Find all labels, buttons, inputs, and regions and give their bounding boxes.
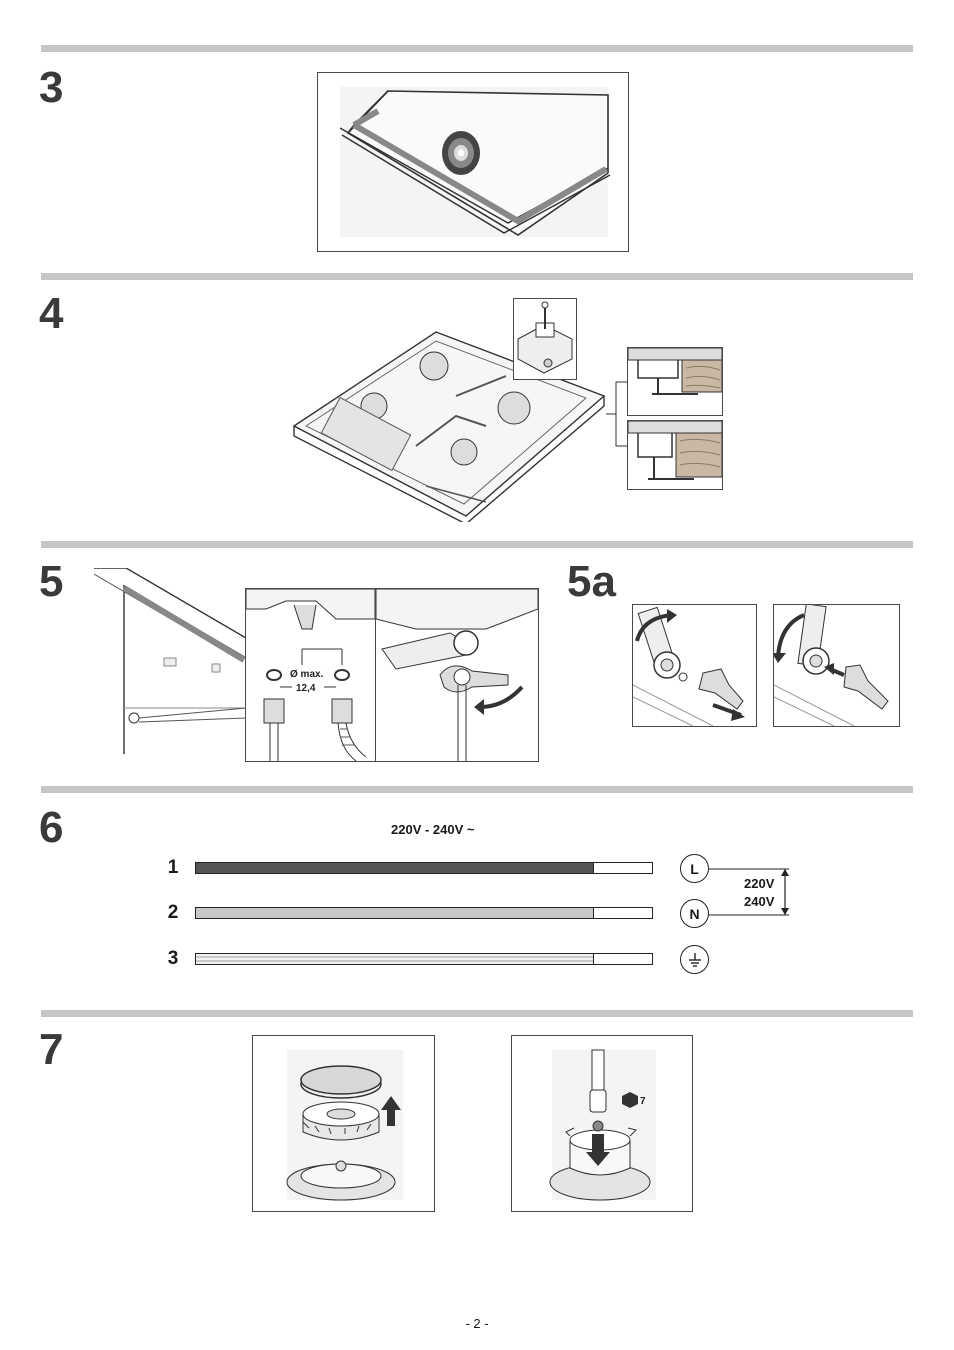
section-divider-3	[41, 45, 913, 52]
diameter-value: 12,4	[296, 683, 316, 694]
section-divider-6	[41, 786, 913, 793]
bracket-detail-illustration	[513, 298, 577, 380]
voltage-bracket-lines	[709, 868, 789, 916]
wire-live-insulation	[196, 863, 594, 873]
burner-screw-panel: 7	[511, 1035, 693, 1212]
section-divider-4	[41, 273, 913, 280]
step-number-7: 7	[39, 1025, 64, 1074]
seal-tape-illustration	[317, 72, 629, 252]
wrench-tightening-panel	[375, 588, 539, 762]
page-number: - 2 -	[465, 1316, 489, 1331]
wire-live	[195, 862, 653, 874]
tighten-nut-panel	[773, 604, 900, 727]
terminal-neutral: N	[680, 899, 709, 928]
diameter-label: Ø max.	[290, 669, 324, 680]
wire-earth-insulation	[196, 954, 594, 964]
gas-connector-washer-panel: Ø max. 12,4	[245, 588, 376, 762]
wire-number-3: 3	[167, 948, 179, 969]
step-number-5: 5	[39, 557, 64, 606]
wire-number-2: 2	[167, 902, 179, 923]
gas-inlet-corner-illustration	[94, 568, 246, 758]
terminal-live: L	[680, 854, 709, 883]
wire-neutral-insulation	[196, 908, 594, 918]
mounting-clamp-detail-bottom	[627, 420, 723, 490]
mounting-clamp-detail-top	[627, 347, 723, 416]
voltage-label-bottom: 240V	[744, 894, 775, 909]
wire-number-1: 1	[167, 857, 179, 878]
step-number-4: 4	[39, 289, 64, 338]
step-number-5a: 5a	[567, 557, 616, 606]
voltage-label-top: 220V	[744, 876, 775, 891]
earth-icon	[680, 945, 709, 974]
step-number-3: 3	[39, 63, 64, 112]
wire-earth	[195, 953, 653, 965]
hex-key-size: 7	[640, 1096, 646, 1107]
section-divider-5	[41, 541, 913, 548]
wire-neutral	[195, 907, 653, 919]
supply-voltage-title: 220V - 240V ~	[391, 822, 475, 837]
step-number-6: 6	[39, 803, 64, 852]
loosen-nut-panel	[632, 604, 757, 727]
burner-cap-removal-panel	[252, 1035, 435, 1212]
bracket-callout-lines	[606, 381, 627, 447]
section-divider-7	[41, 1010, 913, 1017]
